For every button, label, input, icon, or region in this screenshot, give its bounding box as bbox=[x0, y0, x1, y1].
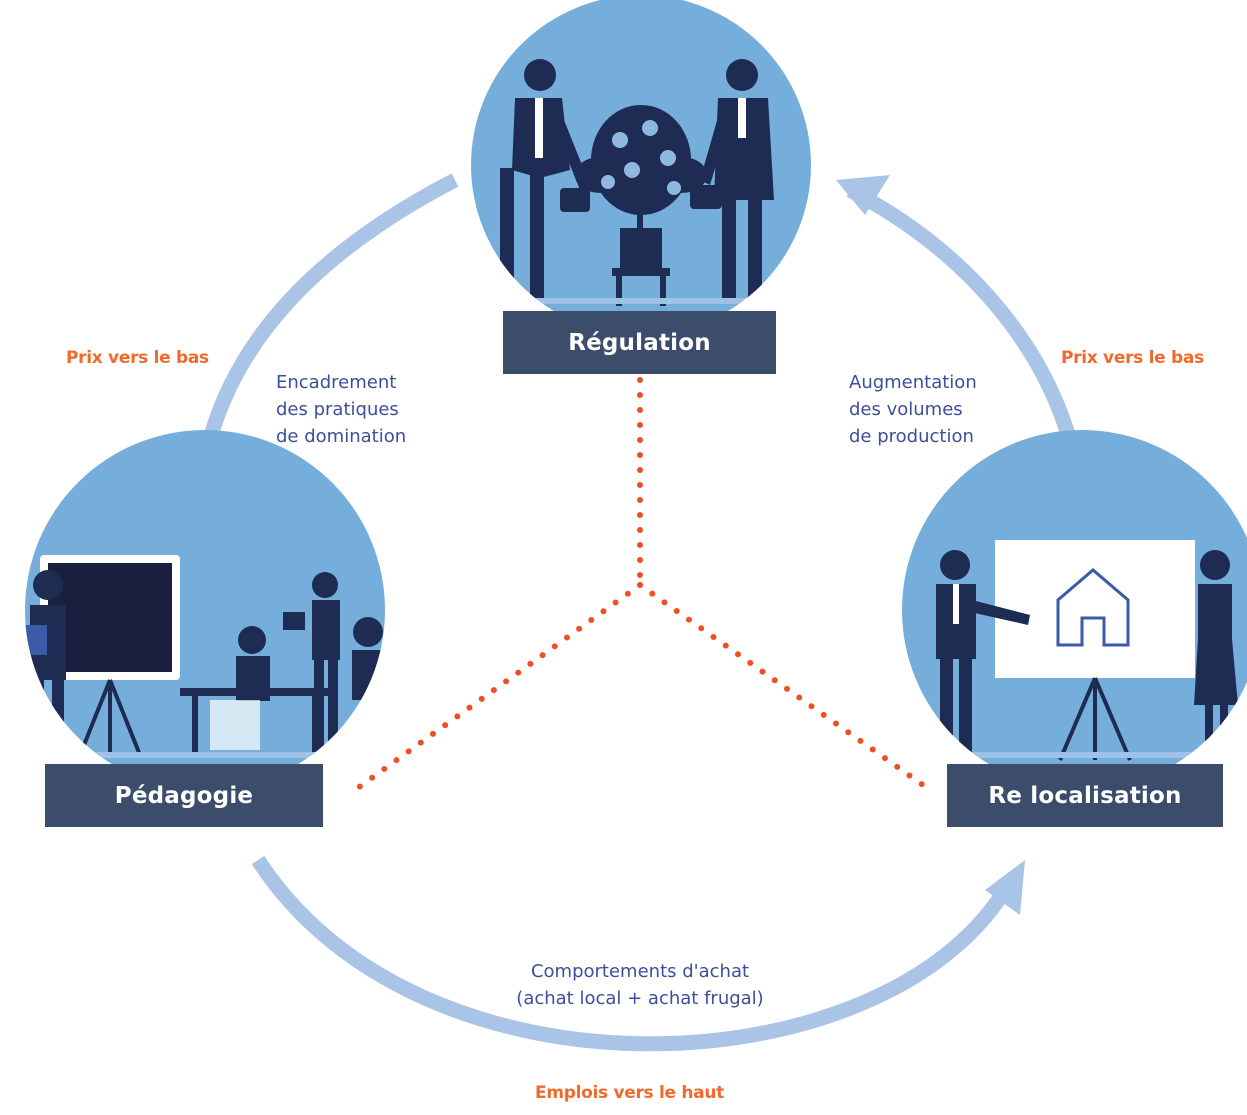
annotation-right-line: des volumes bbox=[849, 399, 963, 420]
arrowhead-bottom-right bbox=[985, 860, 1025, 915]
annotation-right-line: de production bbox=[849, 426, 974, 447]
arrowhead-top-right bbox=[836, 175, 890, 215]
arrow-relocalisation-to-regulation bbox=[846, 183, 1086, 477]
annotation-left: Encadrement des pratiques de domination bbox=[276, 369, 406, 450]
annotation-right-line: Augmentation bbox=[849, 372, 977, 393]
effect-right-price: Prix vers le bas bbox=[1061, 348, 1204, 368]
dotted-links bbox=[352, 377, 933, 793]
node-label-pedagogie: Pédagogie bbox=[45, 764, 323, 827]
annotation-left-line: des pratiques bbox=[276, 399, 399, 420]
annotation-bottom-line: (achat local + achat frugal) bbox=[516, 988, 764, 1009]
node-label-regulation: Régulation bbox=[503, 311, 776, 374]
arrow-pedagogie-to-relocalisation bbox=[251, 855, 1012, 1052]
regulation-circle bbox=[471, 0, 811, 335]
annotation-right: Augmentation des volumes de production bbox=[849, 369, 977, 450]
annotation-left-line: Encadrement bbox=[276, 372, 397, 393]
annotation-bottom-line: Comportements d'achat bbox=[530, 961, 750, 982]
effect-bottom-jobs: Emplois vers le haut bbox=[535, 1083, 724, 1103]
arrow-regulation-to-pedagogie bbox=[197, 173, 459, 462]
effect-left-price: Prix vers le bas bbox=[66, 348, 209, 368]
relocalisation-circle bbox=[902, 430, 1247, 790]
pedagogie-circle bbox=[25, 430, 385, 790]
node-label-relocalisation: Re localisation bbox=[947, 764, 1223, 827]
annotation-left-line: de domination bbox=[276, 426, 407, 447]
annotation-bottom: Comportements d'achat (achat local + ach… bbox=[490, 958, 790, 1012]
